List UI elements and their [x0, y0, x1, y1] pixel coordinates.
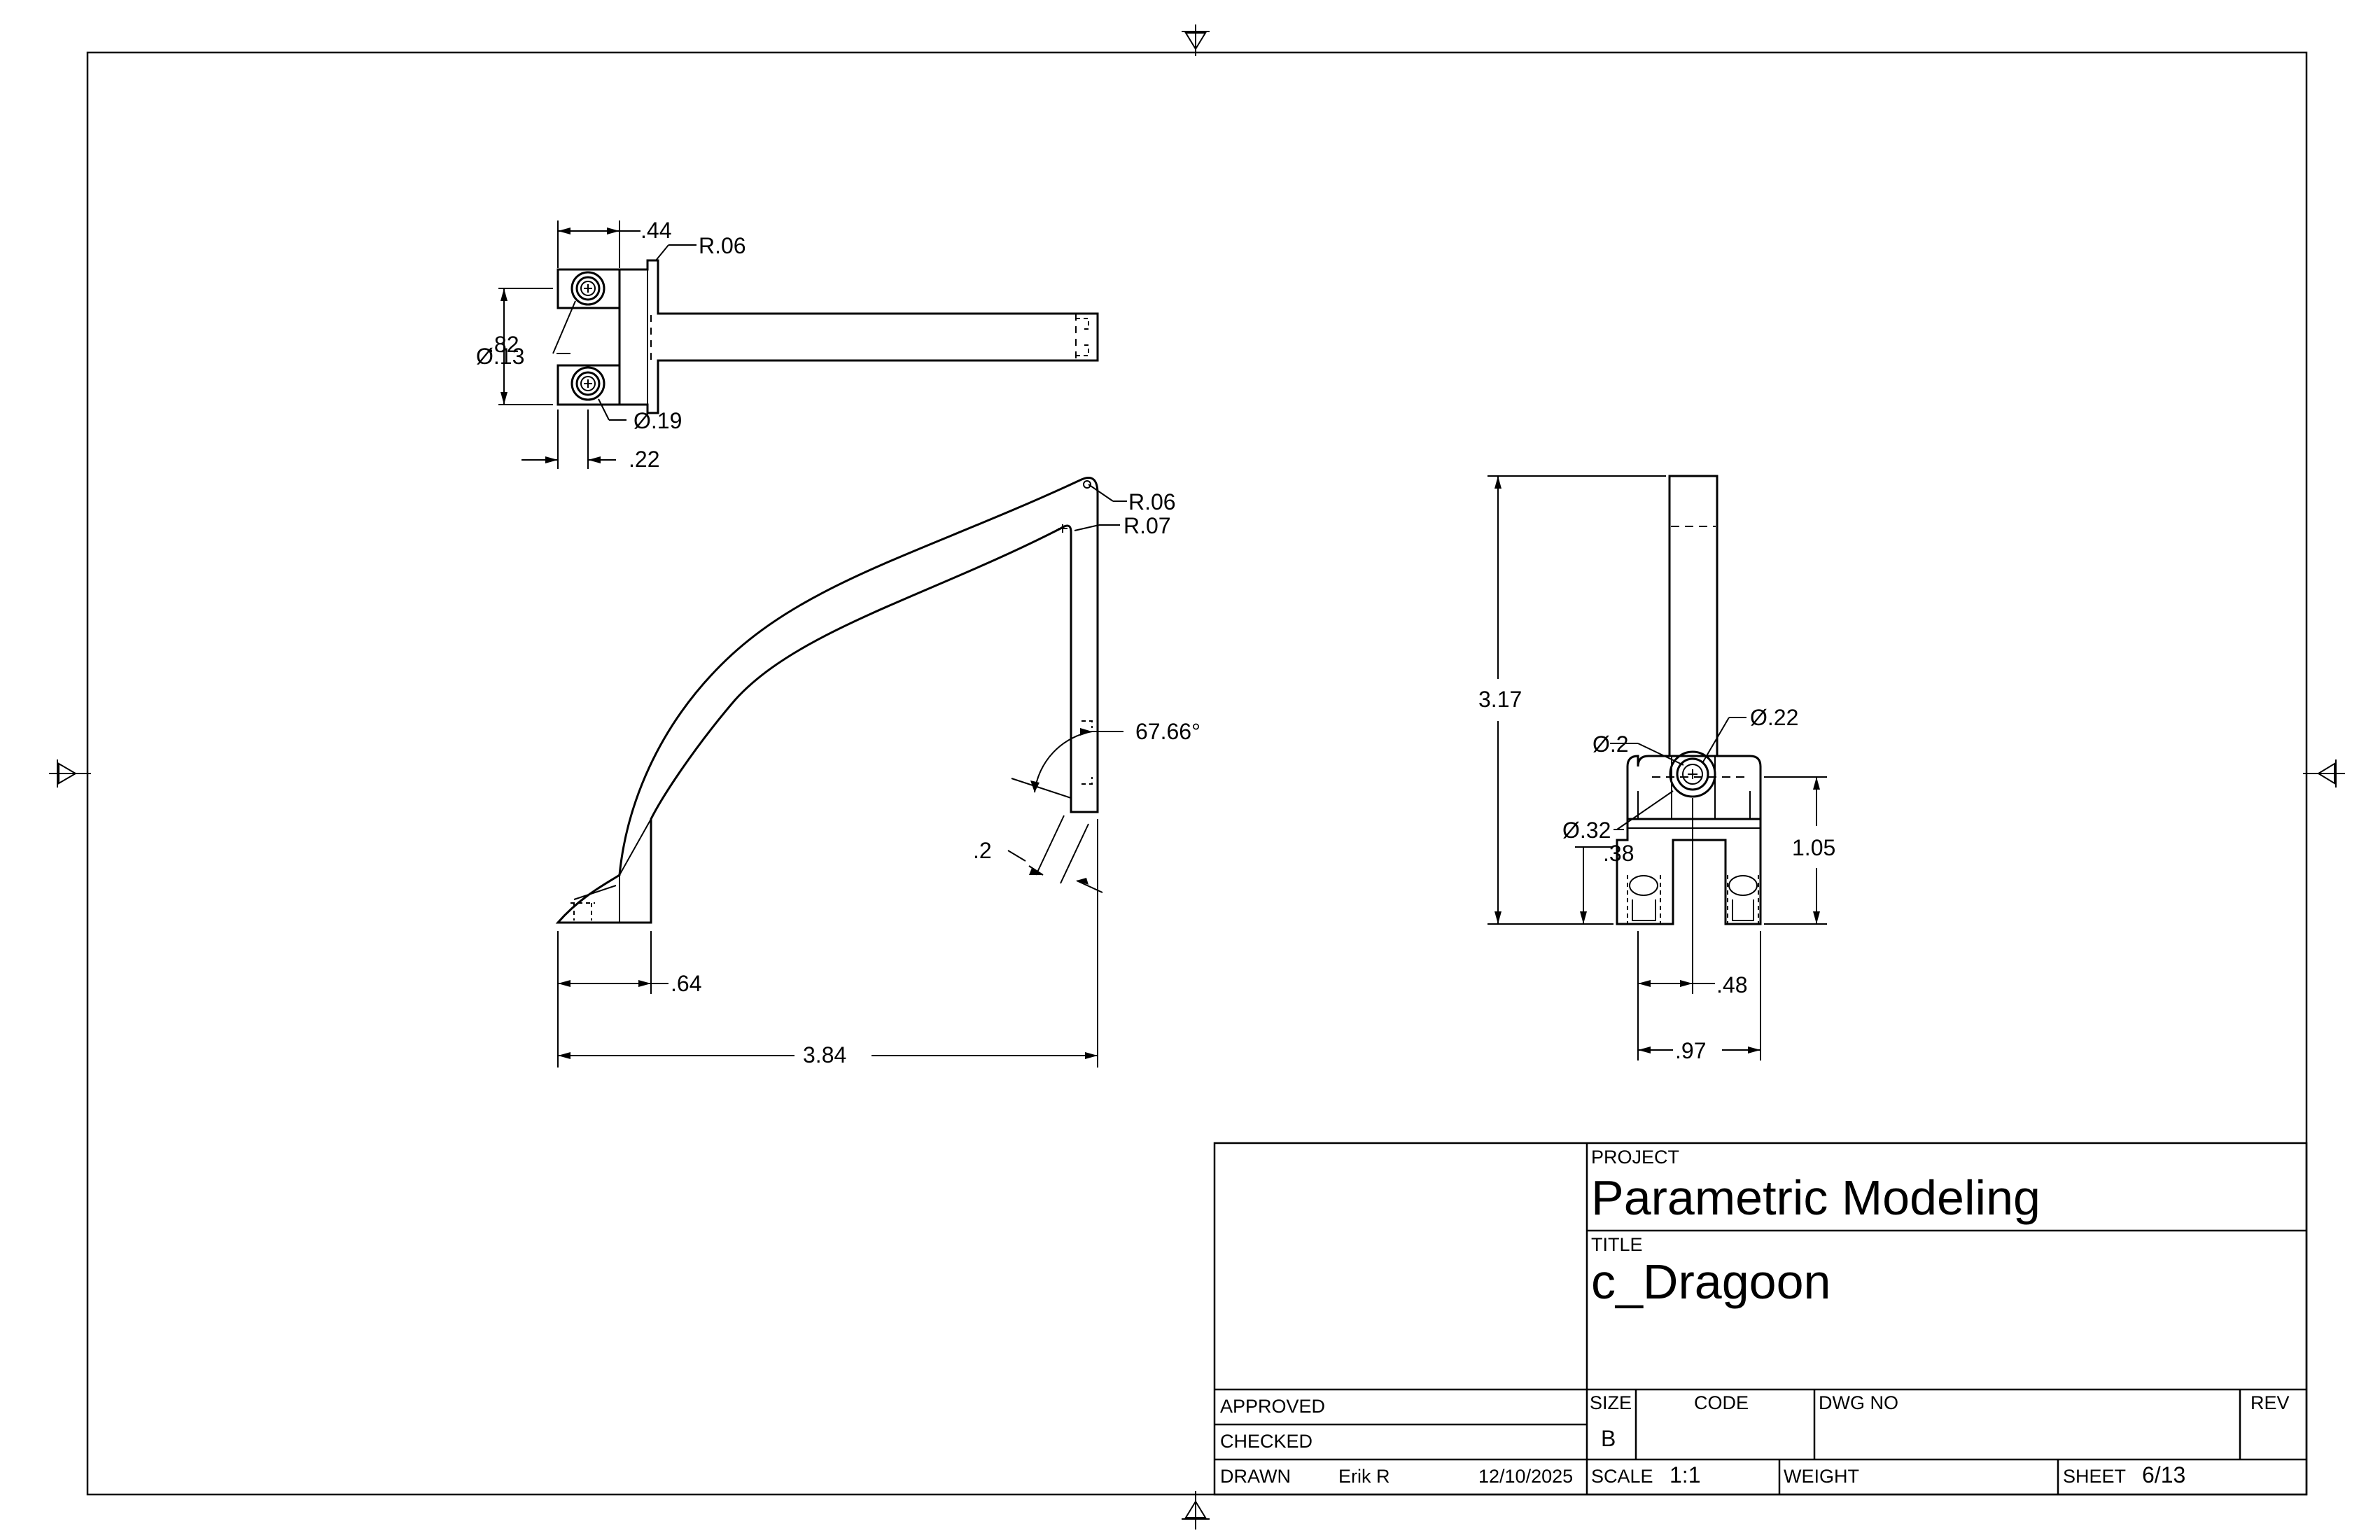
size-value: B [1601, 1426, 1616, 1451]
side-view-arrowheads [1494, 476, 1820, 1054]
dim-side-slot: .38 [1603, 841, 1634, 866]
dim-side-height: 3.17 [1478, 687, 1522, 712]
sheet-label: SHEET [2063, 1466, 2126, 1487]
scale-label: SCALE [1591, 1466, 1653, 1487]
dim-side-half-width: .48 [1716, 972, 1747, 997]
centering-mark-right [2303, 760, 2345, 788]
top-view [556, 259, 1099, 414]
code-label: CODE [1694, 1392, 1749, 1413]
drawing-title: c_Dragoon [1591, 1254, 1830, 1309]
top-view-arrowheads [500, 227, 620, 463]
dim-side-hole-inner: Ø.2 [1592, 732, 1629, 757]
dim-top-width: .44 [640, 218, 671, 243]
approved-label: APPROVED [1220, 1396, 1325, 1417]
dim-top-hole-small: Ø.13 [476, 344, 524, 369]
dim-front-thickness: .2 [973, 838, 992, 863]
dim-front-radius-inner: R.07 [1124, 513, 1171, 538]
side-view-post [1668, 475, 1718, 757]
side-view [1616, 475, 1762, 925]
dim-top-radius: R.06 [699, 233, 746, 258]
side-view-base [1616, 755, 1762, 925]
dim-front-foot: .64 [671, 971, 701, 996]
front-view-outline [555, 477, 1099, 924]
top-view-labels: .44 R.06 .82 Ø.13 Ø.19 .22 [476, 218, 746, 472]
drawn-by: Erik R [1338, 1466, 1390, 1487]
sheet-value: 6/13 [2142, 1462, 2185, 1488]
centering-mark-bottom [1182, 1491, 1210, 1530]
rev-label: REV [2250, 1392, 2290, 1413]
project-name: Parametric Modeling [1591, 1170, 2040, 1225]
front-view-labels: R.06 R.07 67.66° .2 .64 3.84 [671, 489, 1200, 1068]
dim-front-angle: 67.66° [1135, 719, 1200, 744]
top-view-outline [556, 259, 1099, 414]
dim-side-width: .97 [1675, 1038, 1706, 1063]
side-view-labels: 3.17 Ø.2 Ø.22 Ø.32 .38 1.05 .48 .97 [1478, 687, 1835, 1063]
centering-mark-left [49, 760, 91, 788]
title-block [1213, 1142, 2308, 1496]
project-label: PROJECT [1591, 1147, 1679, 1168]
scale-value: 1:1 [1670, 1462, 1700, 1488]
side-view-dimensions [1488, 475, 1827, 1060]
centering-mark-top [1182, 24, 1210, 56]
top-hole-upper [570, 271, 606, 306]
drawn-date: 12/10/2025 [1478, 1466, 1573, 1487]
size-label: SIZE [1590, 1392, 1632, 1413]
dwg-no-label: DWG NO [1819, 1392, 1898, 1413]
sheet-border [86, 51, 2308, 1496]
dim-side-base-height: 1.05 [1792, 835, 1835, 860]
dim-front-overall: 3.84 [803, 1042, 846, 1068]
front-view-dimensions [557, 484, 1127, 1068]
dim-top-offset: .22 [629, 447, 659, 472]
dim-side-hole-outer: Ø.22 [1750, 705, 1798, 730]
front-view [555, 477, 1099, 924]
drawn-label: DRAWN [1220, 1466, 1291, 1487]
dim-front-radius-outer: R.06 [1128, 489, 1176, 514]
dim-top-hole: Ø.19 [634, 408, 682, 433]
side-pocket-right [1727, 875, 1759, 924]
title-block-text: PROJECT Parametric Modeling TITLE c_Drag… [1220, 1147, 2290, 1488]
dim-side-boss: Ø.32 [1562, 818, 1611, 843]
title-label: TITLE [1591, 1234, 1643, 1255]
weight-label: WEIGHT [1784, 1466, 1859, 1487]
side-hole [1669, 750, 1716, 798]
centering-marks [49, 24, 2345, 1530]
checked-label: CHECKED [1220, 1431, 1312, 1452]
side-pocket-left [1627, 875, 1661, 924]
dim-top-height: .82 [488, 332, 519, 357]
top-hole-lower [570, 366, 606, 401]
front-view-arrowheads [558, 728, 1098, 1059]
